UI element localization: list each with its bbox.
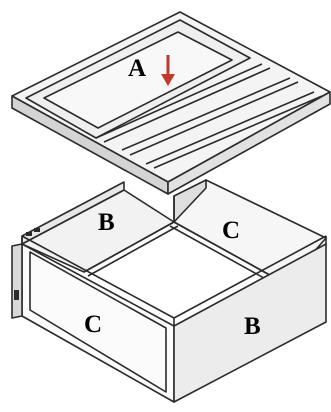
front-left-panel-frame	[29, 251, 167, 393]
left-side-edge	[11, 243, 23, 319]
lid-slat-line-5	[145, 91, 315, 165]
lid-assembly	[11, 11, 331, 195]
rim-front-left	[21, 235, 175, 319]
divider-rail-1	[83, 221, 175, 273]
lid-slat-line-6	[153, 95, 323, 169]
lid-slat-line-2	[103, 67, 271, 143]
rim-front-right	[173, 235, 327, 319]
lid-slat-line-4	[129, 81, 299, 156]
label-c-front: C	[84, 311, 102, 338]
divider-rail-3	[173, 221, 287, 285]
lid-slat-line-3	[121, 77, 291, 151]
lid-right-edge	[167, 91, 331, 195]
down-arrow-icon	[161, 55, 175, 86]
front-right-panel	[173, 243, 327, 403]
box-assembly	[11, 179, 327, 403]
label-c-back: C	[222, 217, 240, 244]
latch-icon	[14, 290, 19, 300]
divider-rail-2	[87, 225, 179, 277]
label-a: A	[128, 55, 146, 82]
hinge-icon	[26, 228, 40, 236]
label-b-back: B	[98, 209, 115, 236]
lid-slat-line-1	[95, 63, 263, 139]
label-b-front: B	[244, 313, 261, 340]
door-panel-a-inset	[43, 31, 233, 129]
